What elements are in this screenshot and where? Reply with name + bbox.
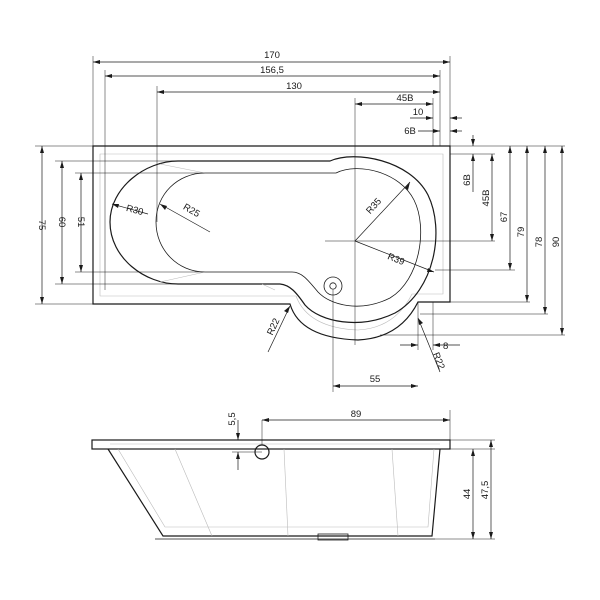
radius-r22-right: R22 — [430, 351, 447, 371]
dim-47-5: 47,5 — [480, 481, 491, 500]
tub-inner-rim — [99, 153, 444, 331]
dim-90: 90 — [551, 237, 562, 248]
radius-r39: R39 — [386, 251, 406, 268]
dim-170: 170 — [264, 50, 280, 61]
side-view: 5,5 89 44 47,5 — [91, 409, 495, 541]
side-body-inner — [117, 448, 435, 528]
transition-line — [159, 163, 206, 174]
dim-130: 130 — [286, 81, 302, 92]
radius-r22-left: R22 — [265, 317, 282, 337]
dim-78: 78 — [534, 237, 545, 248]
dim-6b-vertical: 6B — [462, 174, 473, 186]
dim-89: 89 — [351, 409, 362, 420]
dim-45b-vertical: 45B — [481, 190, 492, 207]
dim-6b: 6B — [404, 126, 416, 137]
dim-75: 75 — [36, 220, 47, 231]
radius-r30: R30 — [125, 203, 145, 218]
dim-10: 10 — [413, 107, 424, 118]
shading-line — [391, 448, 399, 537]
shading-line — [283, 448, 289, 537]
basin-inner — [155, 168, 421, 307]
dim-5-5: 5,5 — [227, 412, 238, 425]
side-rim — [91, 439, 451, 450]
tub-outer-outline — [92, 145, 451, 341]
dim-60: 60 — [56, 217, 67, 228]
dim-51: 51 — [75, 217, 86, 228]
dim-67: 67 — [499, 212, 510, 223]
side-body — [107, 448, 441, 537]
dimension-lines — [40, 60, 564, 388]
dim-44: 44 — [462, 489, 473, 500]
drain-center — [329, 282, 337, 290]
shading-line — [174, 448, 213, 537]
extension-lines — [35, 56, 565, 392]
top-view — [92, 145, 451, 341]
transition-line — [261, 283, 276, 291]
dim-79: 79 — [516, 227, 527, 238]
dim-8: 8 — [443, 341, 448, 352]
transition-line — [159, 271, 206, 283]
dim-55: 55 — [370, 374, 381, 385]
basin-outer — [109, 156, 437, 323]
base-feet — [317, 533, 349, 541]
dim-156-5: 156,5 — [260, 65, 284, 76]
dim-45b: 45B — [397, 93, 414, 104]
